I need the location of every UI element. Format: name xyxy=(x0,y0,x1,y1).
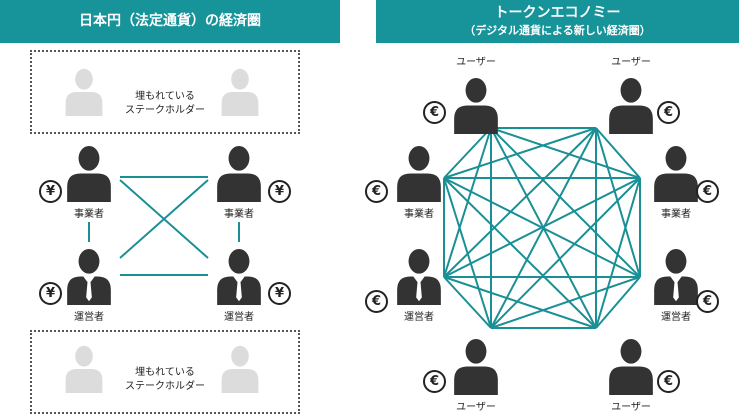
mesh-edge xyxy=(595,276,641,329)
euro-coin-icon: € xyxy=(657,101,680,124)
business-figure xyxy=(67,145,111,202)
mesh-edge xyxy=(443,177,597,329)
mesh-edge xyxy=(490,177,641,329)
stakeholder-figure xyxy=(221,68,259,116)
yen-coin-icon: ¥ xyxy=(39,282,62,305)
operator-label: 運営者 xyxy=(74,312,104,323)
euro-coin-icon: € xyxy=(423,370,446,393)
yen-coin-icon: ¥ xyxy=(268,180,291,203)
user-label: ユーザー xyxy=(456,57,496,68)
stakeholder-text-bottom: 埋もれている ステークホルダー xyxy=(125,367,205,392)
business-label: 事業者 xyxy=(404,209,434,220)
stakeholder-figure xyxy=(65,68,103,116)
stakeholder-text-top: 埋もれている ステークホルダー xyxy=(125,91,205,116)
euro-coin-icon: € xyxy=(657,370,680,393)
operator-figure xyxy=(654,248,698,305)
operator-figure xyxy=(67,248,111,305)
operator-figure xyxy=(217,248,261,305)
business-label: 事業者 xyxy=(74,209,104,220)
mesh-edge xyxy=(490,127,641,179)
mesh-edge xyxy=(443,127,597,179)
right-title: トークンエコノミー xyxy=(494,5,621,21)
business-label: 事業者 xyxy=(661,209,691,220)
operator-label: 運営者 xyxy=(404,312,434,323)
euro-coin-icon: € xyxy=(696,290,719,313)
stakeholder-figure xyxy=(65,345,103,393)
right-mesh xyxy=(443,127,641,329)
euro-coin-icon: € xyxy=(696,180,719,203)
user-figure xyxy=(609,77,653,134)
business-label: 事業者 xyxy=(224,209,254,220)
right-subtitle: （デジタル通貨による新しい経済圏） xyxy=(464,24,651,37)
mesh-edge xyxy=(443,127,597,278)
mesh-edge xyxy=(443,177,641,278)
operator-figure xyxy=(397,248,441,305)
mesh-edge xyxy=(443,177,492,329)
mesh-edge xyxy=(490,276,641,329)
mesh-edge xyxy=(595,127,641,179)
user-figure xyxy=(454,77,498,134)
stakeholder-box-top xyxy=(30,50,300,134)
yen-coin-icon: ¥ xyxy=(39,180,62,203)
euro-coin-icon: € xyxy=(365,180,388,203)
user-figure xyxy=(454,338,498,395)
mesh-edge xyxy=(443,276,492,329)
mesh-edge xyxy=(595,177,641,329)
mesh-edge xyxy=(443,127,492,179)
operator-label: 運営者 xyxy=(661,312,691,323)
stakeholder-figure xyxy=(221,345,259,393)
user-label: ユーザー xyxy=(611,57,651,68)
operator-label: 運営者 xyxy=(224,312,254,323)
business-figure xyxy=(654,145,698,202)
right-header: トークンエコノミー （デジタル通貨による新しい経済圏） xyxy=(376,0,739,43)
mesh-edge xyxy=(595,127,641,278)
left-connections xyxy=(88,176,240,276)
mesh-edge xyxy=(490,127,641,278)
yen-coin-icon: ¥ xyxy=(268,282,291,305)
user-label: ユーザー xyxy=(611,402,651,413)
user-figure xyxy=(609,338,653,395)
mesh-edge xyxy=(443,276,597,329)
euro-coin-icon: € xyxy=(365,290,388,313)
euro-coin-icon: € xyxy=(423,101,446,124)
stakeholder-box-bottom xyxy=(30,330,300,414)
left-title: 日本円（法定通貨）の経済圏 xyxy=(0,0,340,43)
business-figure xyxy=(397,145,441,202)
business-figure xyxy=(217,145,261,202)
user-label: ユーザー xyxy=(456,402,496,413)
